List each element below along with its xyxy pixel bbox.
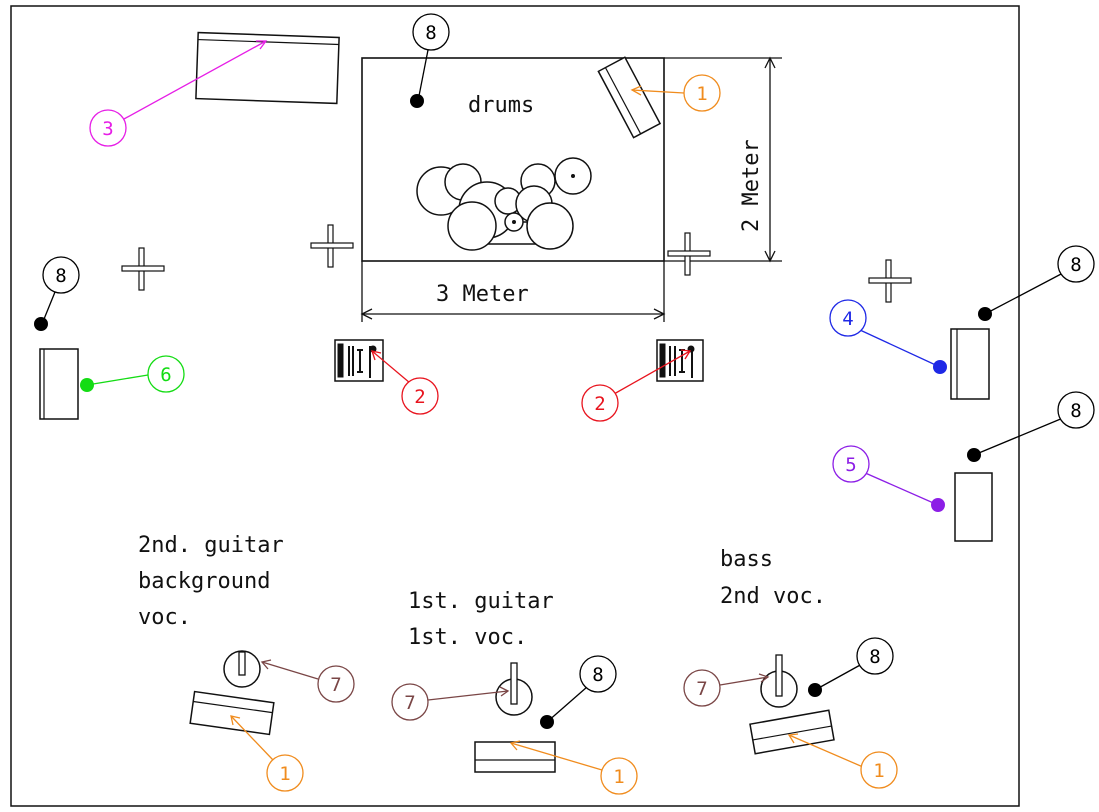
callout-monitor-bass-number: 1 (873, 760, 884, 782)
callout-drumfill-right-number: 2 (594, 393, 605, 415)
drums-label: drums (468, 93, 534, 118)
power-point-right-lower (967, 448, 981, 462)
cross-mark-right (868, 259, 912, 303)
callout-drumfill-right (581, 349, 692, 422)
amp-right-upper (950, 328, 990, 400)
callout-power-bass-number: 8 (869, 646, 880, 668)
drum-throne-center (512, 220, 516, 224)
drum-hihat (526, 202, 574, 250)
callout-monitor-guitar1 (509, 740, 638, 795)
callout-monitor-guitar2-number: 1 (279, 763, 290, 785)
drum-kit (416, 157, 592, 251)
drum-riser-outline (361, 57, 665, 262)
callout-mic-bass (683, 669, 770, 707)
callout-amp-left-dot (80, 378, 94, 392)
callout-amp-right-upper-number: 4 (842, 308, 853, 330)
drumfill-right (656, 339, 704, 382)
callout-power-drums-number: 8 (425, 22, 436, 44)
depth-dimension-label: 2 Meter (739, 139, 764, 232)
callout-power-bass (814, 637, 894, 691)
callout-power-left-number: 8 (55, 265, 66, 287)
callout-power-right-upper-number: 8 (1070, 254, 1081, 276)
callout-drumfill-left (371, 350, 439, 415)
callout-drum-monitor (630, 74, 721, 112)
callout-drum-monitor-number: 1 (696, 83, 707, 105)
callout-amp-right-lower-dot (931, 498, 945, 512)
drum-monitor (597, 56, 662, 139)
drum-cymbal-center (571, 174, 575, 178)
callout-power-guitar1 (546, 655, 617, 723)
drum-snare (447, 201, 497, 251)
mic-guitar2 (223, 650, 261, 688)
drum-riser: drums (361, 56, 665, 262)
amp-left (39, 348, 79, 420)
callout-monitor-guitar2 (230, 715, 304, 792)
callout-power-right-lower (973, 391, 1095, 456)
callout-keyboard-number: 3 (102, 118, 113, 140)
callout-drumfill-left-number: 2 (414, 386, 425, 408)
bass-label-line2: 2nd voc. (720, 584, 826, 609)
power-point-drums (410, 94, 424, 108)
guitar1-label-line1: 1st. guitar (408, 589, 554, 614)
monitor-guitar1 (474, 741, 556, 773)
cross-mark-center-right (667, 232, 711, 276)
callout-amp-left (86, 355, 185, 393)
callout-monitor-bass (787, 733, 898, 789)
callout-power-right-upper (984, 245, 1095, 315)
guitar2-label-line3: voc. (138, 605, 191, 630)
power-point-bass (808, 683, 822, 697)
callout-mic-guitar1 (391, 683, 510, 721)
callout-amp-right-lower-number: 5 (845, 454, 856, 476)
cross-mark-center-left (310, 224, 354, 268)
depth-dimension (664, 56, 782, 263)
callout-power-drums (412, 13, 450, 102)
callout-monitor-guitar1-number: 1 (613, 766, 624, 788)
amp-right-lower (954, 472, 993, 542)
callout-mic-guitar2-number: 7 (330, 674, 341, 696)
power-point-right-upper (978, 307, 992, 321)
guitar1-label-line2: 1st. voc. (408, 625, 527, 650)
drumfill-left (334, 339, 384, 382)
guitar2-label-line1: 2nd. guitar (138, 533, 284, 558)
keyboard (195, 31, 340, 105)
callout-mic-guitar2 (260, 659, 355, 703)
mic-guitar1 (495, 662, 533, 716)
callout-amp-right-lower (832, 445, 939, 506)
callout-amp-left-number: 6 (160, 364, 171, 386)
monitor-bass (749, 709, 835, 755)
mic-bass (760, 654, 798, 708)
callout-mic-bass-number: 7 (696, 678, 707, 700)
callout-power-right-lower-number: 8 (1070, 400, 1081, 422)
width-dimension-label: 3 Meter (436, 282, 529, 307)
cross-mark-left (121, 247, 165, 291)
guitar2-label-line2: background (138, 569, 270, 594)
callout-keyboard (89, 40, 268, 147)
callout-mic-guitar1-number: 7 (404, 692, 415, 714)
width-dimension (360, 261, 666, 322)
callout-amp-right-upper (829, 299, 941, 368)
callout-amp-right-upper-dot (933, 360, 947, 374)
bass-label-line1: bass (720, 547, 773, 572)
monitor-guitar2 (189, 690, 275, 736)
callout-power-guitar1-number: 8 (592, 664, 603, 686)
power-point-guitar1 (540, 715, 554, 729)
power-point-left (34, 317, 48, 331)
stage-border (10, 5, 1020, 807)
